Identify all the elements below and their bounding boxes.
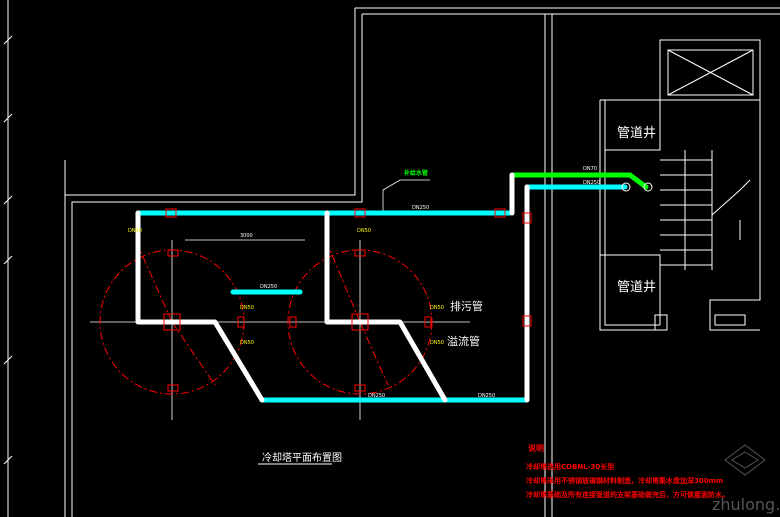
stairs (660, 150, 751, 270)
notes-heading: 说明 (528, 444, 544, 453)
pipe-shaft-label-top: 管道井 (617, 126, 657, 141)
overflow-pipe-label: 溢流管 (447, 335, 480, 348)
tag: DN50 (430, 305, 444, 311)
note-line-3: 冷却塔基础及所有连接管道的支架基础做完后，方可做屋面防水。 (526, 491, 729, 499)
pipe-shaft-label-bottom: 管道井 (617, 280, 657, 295)
pipe-size-bottom-right: DN250 (478, 393, 496, 399)
pipe-size-riser: DN250 (583, 180, 601, 186)
makeup-water-pipe (509, 172, 649, 190)
building-walls (64, 7, 780, 517)
drawing-title: 冷却塔平面布置图 (262, 453, 342, 464)
watermark-logo (724, 444, 766, 476)
watermark: zhulong.com (712, 495, 780, 514)
note-line-2: 冷却塔采用不锈钢玻璃钢材料制造，冷却塔集水盘加深300mm (526, 477, 724, 485)
tag: DN50 (240, 340, 254, 346)
tag: DN50 (240, 305, 254, 311)
pipe-size-short: DN250 (260, 284, 278, 290)
valves (163, 208, 532, 392)
tag: DN50 (357, 228, 371, 234)
makeup-water-label: 补给水管 (404, 170, 429, 177)
pipe-size-green: DN70 (583, 166, 597, 172)
tag: DN50 (128, 228, 142, 234)
pipes (135, 172, 649, 403)
axis-lines (90, 179, 470, 420)
pipe-size-top: DN250 (412, 205, 430, 211)
drain-pipe-label: 排污管 (450, 300, 483, 313)
pipe-size-bottom-left: DN250 (368, 393, 386, 399)
note-line-1: 冷却塔选用CDBNL-30长型 (526, 463, 615, 471)
tag: DN50 (430, 340, 444, 346)
left-dimension-line (3, 0, 13, 517)
shaft-pipe-circles (621, 182, 653, 192)
dimension-span: 3000 (240, 233, 253, 239)
